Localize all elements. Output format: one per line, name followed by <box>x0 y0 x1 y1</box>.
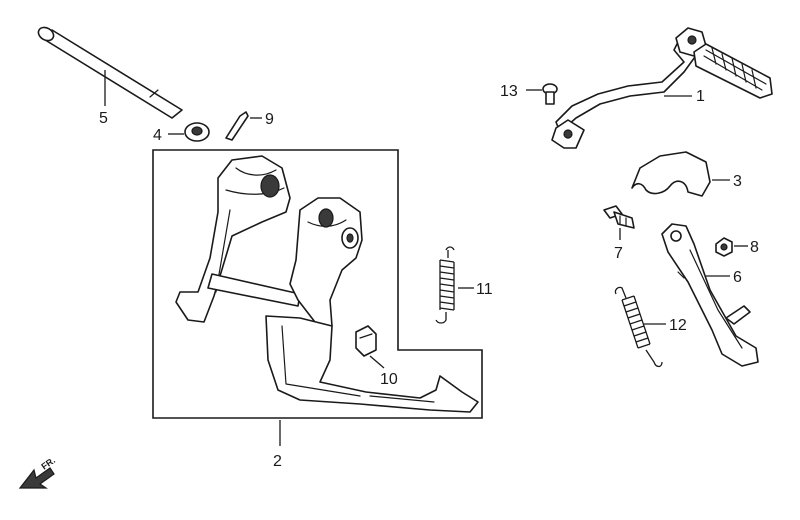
callout-7: 7 <box>614 245 623 262</box>
bolt-part-13: 13 <box>500 83 558 105</box>
nut-part-8: 8 <box>715 237 759 257</box>
callout-11: 11 <box>476 281 493 298</box>
pivot-bolt-part-7: 7 <box>603 205 635 262</box>
front-direction-label: FR. <box>39 455 57 472</box>
cotter-pin-part-9: 9 <box>225 111 274 141</box>
pivot-shaft-part-5: 5 <box>37 26 183 127</box>
front-direction-marker: FR. <box>18 455 57 489</box>
clip-part-10: 10 <box>355 325 398 388</box>
kick-starter-arm-part-1: 1 <box>551 27 773 149</box>
callout-12: 12 <box>669 317 687 334</box>
main-stand-frame <box>152 149 483 419</box>
callout-10: 10 <box>380 371 398 388</box>
side-stand-part-6: 6 <box>661 223 759 367</box>
callout-5: 5 <box>99 110 108 127</box>
callout-1: 1 <box>696 88 705 105</box>
guard-plate-part-3: 3 <box>631 151 742 197</box>
callout-4: 4 <box>153 127 162 144</box>
callout-2: 2 <box>273 453 282 470</box>
spring-part-12: 12 <box>614 286 687 368</box>
callout-13: 13 <box>500 83 518 100</box>
spring-part-11: 11 <box>435 246 493 324</box>
collar-part-4: 4 <box>153 122 210 144</box>
callout-6: 6 <box>733 269 742 286</box>
callout-9: 9 <box>265 111 274 128</box>
callout-8: 8 <box>750 239 759 256</box>
main-stand-part-2: 2 <box>175 155 479 470</box>
callout-3: 3 <box>733 173 742 190</box>
front-arrow-icon <box>18 467 55 489</box>
